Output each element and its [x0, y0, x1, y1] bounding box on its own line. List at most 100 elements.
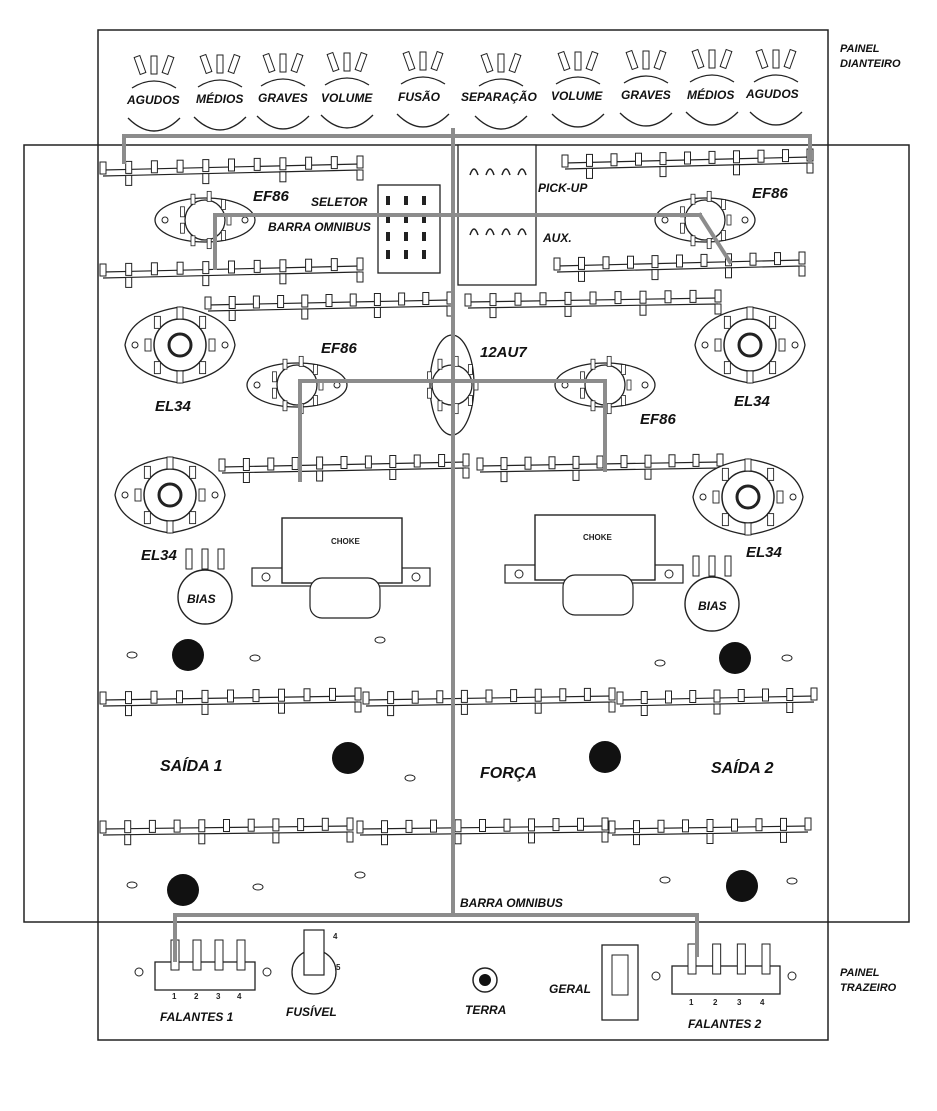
mounting-hole: [332, 742, 364, 774]
socket-ef86-top-left: [154, 190, 256, 250]
tube-label-el34-lower-left: EL34: [141, 547, 177, 564]
knob-pot-5: [396, 50, 450, 128]
tube-label-ef86-top-right: EF86: [752, 185, 788, 202]
spk1-terminal-1: 1: [172, 992, 177, 1001]
knob-pot-7: [551, 50, 605, 128]
terminal-strip: [356, 817, 609, 846]
tube-label-el34-upper-right: EL34: [734, 393, 770, 410]
screw: [781, 654, 793, 662]
fuse-mark-5: 5: [336, 963, 341, 972]
terminal-strip: [464, 289, 722, 319]
tube-label-el34-lower-right: EL34: [746, 544, 782, 561]
tube-label-ef86-top-left: EF86: [253, 188, 289, 205]
screw: [126, 651, 138, 659]
selector-label: SELETOR: [311, 195, 368, 209]
bias-pot-right: [684, 555, 740, 632]
knob-label-separation: SEPARAÇÃO: [461, 90, 537, 104]
selector-pickup-label: PICK-UP: [538, 181, 588, 195]
choke-left: [251, 517, 431, 619]
screw: [374, 636, 386, 644]
mounting-hole: [172, 639, 204, 671]
terminal-strip: [99, 155, 364, 186]
tube-label-12au7: 12AU7: [480, 344, 527, 361]
socket-el34-lower-left: [114, 456, 226, 534]
rear-panel-label: PAINEL TRAZEIRO: [840, 966, 896, 996]
screw: [654, 659, 666, 667]
spk1-terminal-2: 2: [194, 992, 199, 1001]
knob-pot-8: [619, 49, 673, 127]
socket-el34-lower-right: [692, 458, 804, 536]
rear-panel-label-line2: TRAZEIRO: [840, 981, 897, 994]
section-label-output-2: SAÍDA 2: [711, 760, 774, 777]
speakers-2-terminal-block: [651, 943, 797, 995]
front-panel-label: PAINEL DIANTEIRO: [840, 42, 901, 72]
fuse-mark-4: 4: [333, 932, 338, 941]
socket-el34-upper-right: [694, 306, 806, 384]
fuse-label: FUSÍVEL: [286, 1005, 337, 1019]
knob-label-mid-2: MÉDIOS: [687, 88, 735, 102]
bias-label-right: BIAS: [698, 599, 727, 613]
components: [126, 144, 798, 1021]
main-switch-label: GERAL: [549, 982, 591, 996]
choke-label-left: CHOKE: [331, 537, 360, 546]
ground-label: TERRA: [465, 1003, 507, 1017]
choke-right: [504, 514, 684, 616]
front-panel-outline: [97, 29, 829, 1041]
section-label-output-1: SAÍDA 1: [160, 758, 223, 775]
terminal-strip: [204, 291, 454, 321]
mounting-hole: [719, 642, 751, 674]
screw: [786, 877, 798, 885]
knob-label-mid-1: MÉDIOS: [196, 92, 244, 106]
knob-pot-1: [127, 54, 181, 132]
terminal-strip: [99, 817, 354, 846]
front-knobs: [127, 48, 803, 132]
tube-label-ef86-mid-right: EF86: [640, 411, 676, 428]
knob-label-volume-1: VOLUME: [321, 91, 373, 105]
front-panel-label-line2: DIANTEIRO: [840, 57, 901, 70]
terminal-strip: [561, 148, 814, 179]
speakers-1-terminal-block: [134, 939, 272, 991]
rear-panel-label-line1: PAINEL: [840, 967, 880, 979]
knob-label-bass-2: GRAVES: [621, 88, 671, 102]
omnibus-wiring: [122, 128, 812, 962]
screw: [252, 883, 264, 891]
knob-label-bass-1: GRAVES: [258, 91, 308, 105]
screw: [404, 774, 416, 782]
terminal-strip: [616, 687, 818, 716]
ground-jack: [472, 967, 498, 993]
knob-pot-3: [256, 52, 310, 130]
bias-label-left: BIAS: [187, 592, 216, 606]
fuse-holder: [291, 929, 337, 995]
knob-label-treble-2: AGUDOS: [746, 87, 799, 101]
knob-pot-4: [320, 51, 374, 129]
mounting-hole: [726, 870, 758, 902]
choke-label-right: CHOKE: [583, 533, 612, 542]
spk2-terminal-3: 3: [737, 998, 742, 1007]
bus-wire-segment: [697, 212, 733, 265]
terminal-strip: [99, 257, 364, 288]
knob-pot-10: [749, 48, 803, 126]
tube-label-ef86-mid-left: EF86: [321, 340, 357, 357]
screw: [249, 654, 261, 662]
speakers-2-label: FALANTES 2: [688, 1017, 762, 1031]
terminal-strips: [99, 148, 818, 846]
knob-label-volume-2: VOLUME: [551, 89, 603, 103]
terminal-strip: [218, 453, 470, 483]
terminal-strip: [553, 251, 806, 282]
speakers-1-label: FALANTES 1: [160, 1010, 234, 1024]
socket-ef86-mid-left: [246, 355, 348, 415]
omnibus-label-bottom: BARRA OMNIBUS: [460, 896, 563, 910]
knob-pot-6: [474, 52, 528, 130]
socket-el34-upper-left: [124, 306, 236, 384]
terminal-strip: [476, 453, 724, 483]
selector-aux-label: AUX.: [543, 231, 572, 245]
knob-pot-2: [193, 53, 247, 131]
tube-label-el34-upper-left: EL34: [155, 398, 191, 415]
front-panel-label-line1: PAINEL: [840, 43, 880, 55]
spk2-terminal-1: 1: [689, 998, 694, 1007]
screw: [126, 881, 138, 889]
section-label-power: FORÇA: [480, 765, 537, 782]
knob-pot-9: [685, 48, 739, 126]
omnibus-label-top: BARRA OMNIBUS: [268, 220, 371, 234]
